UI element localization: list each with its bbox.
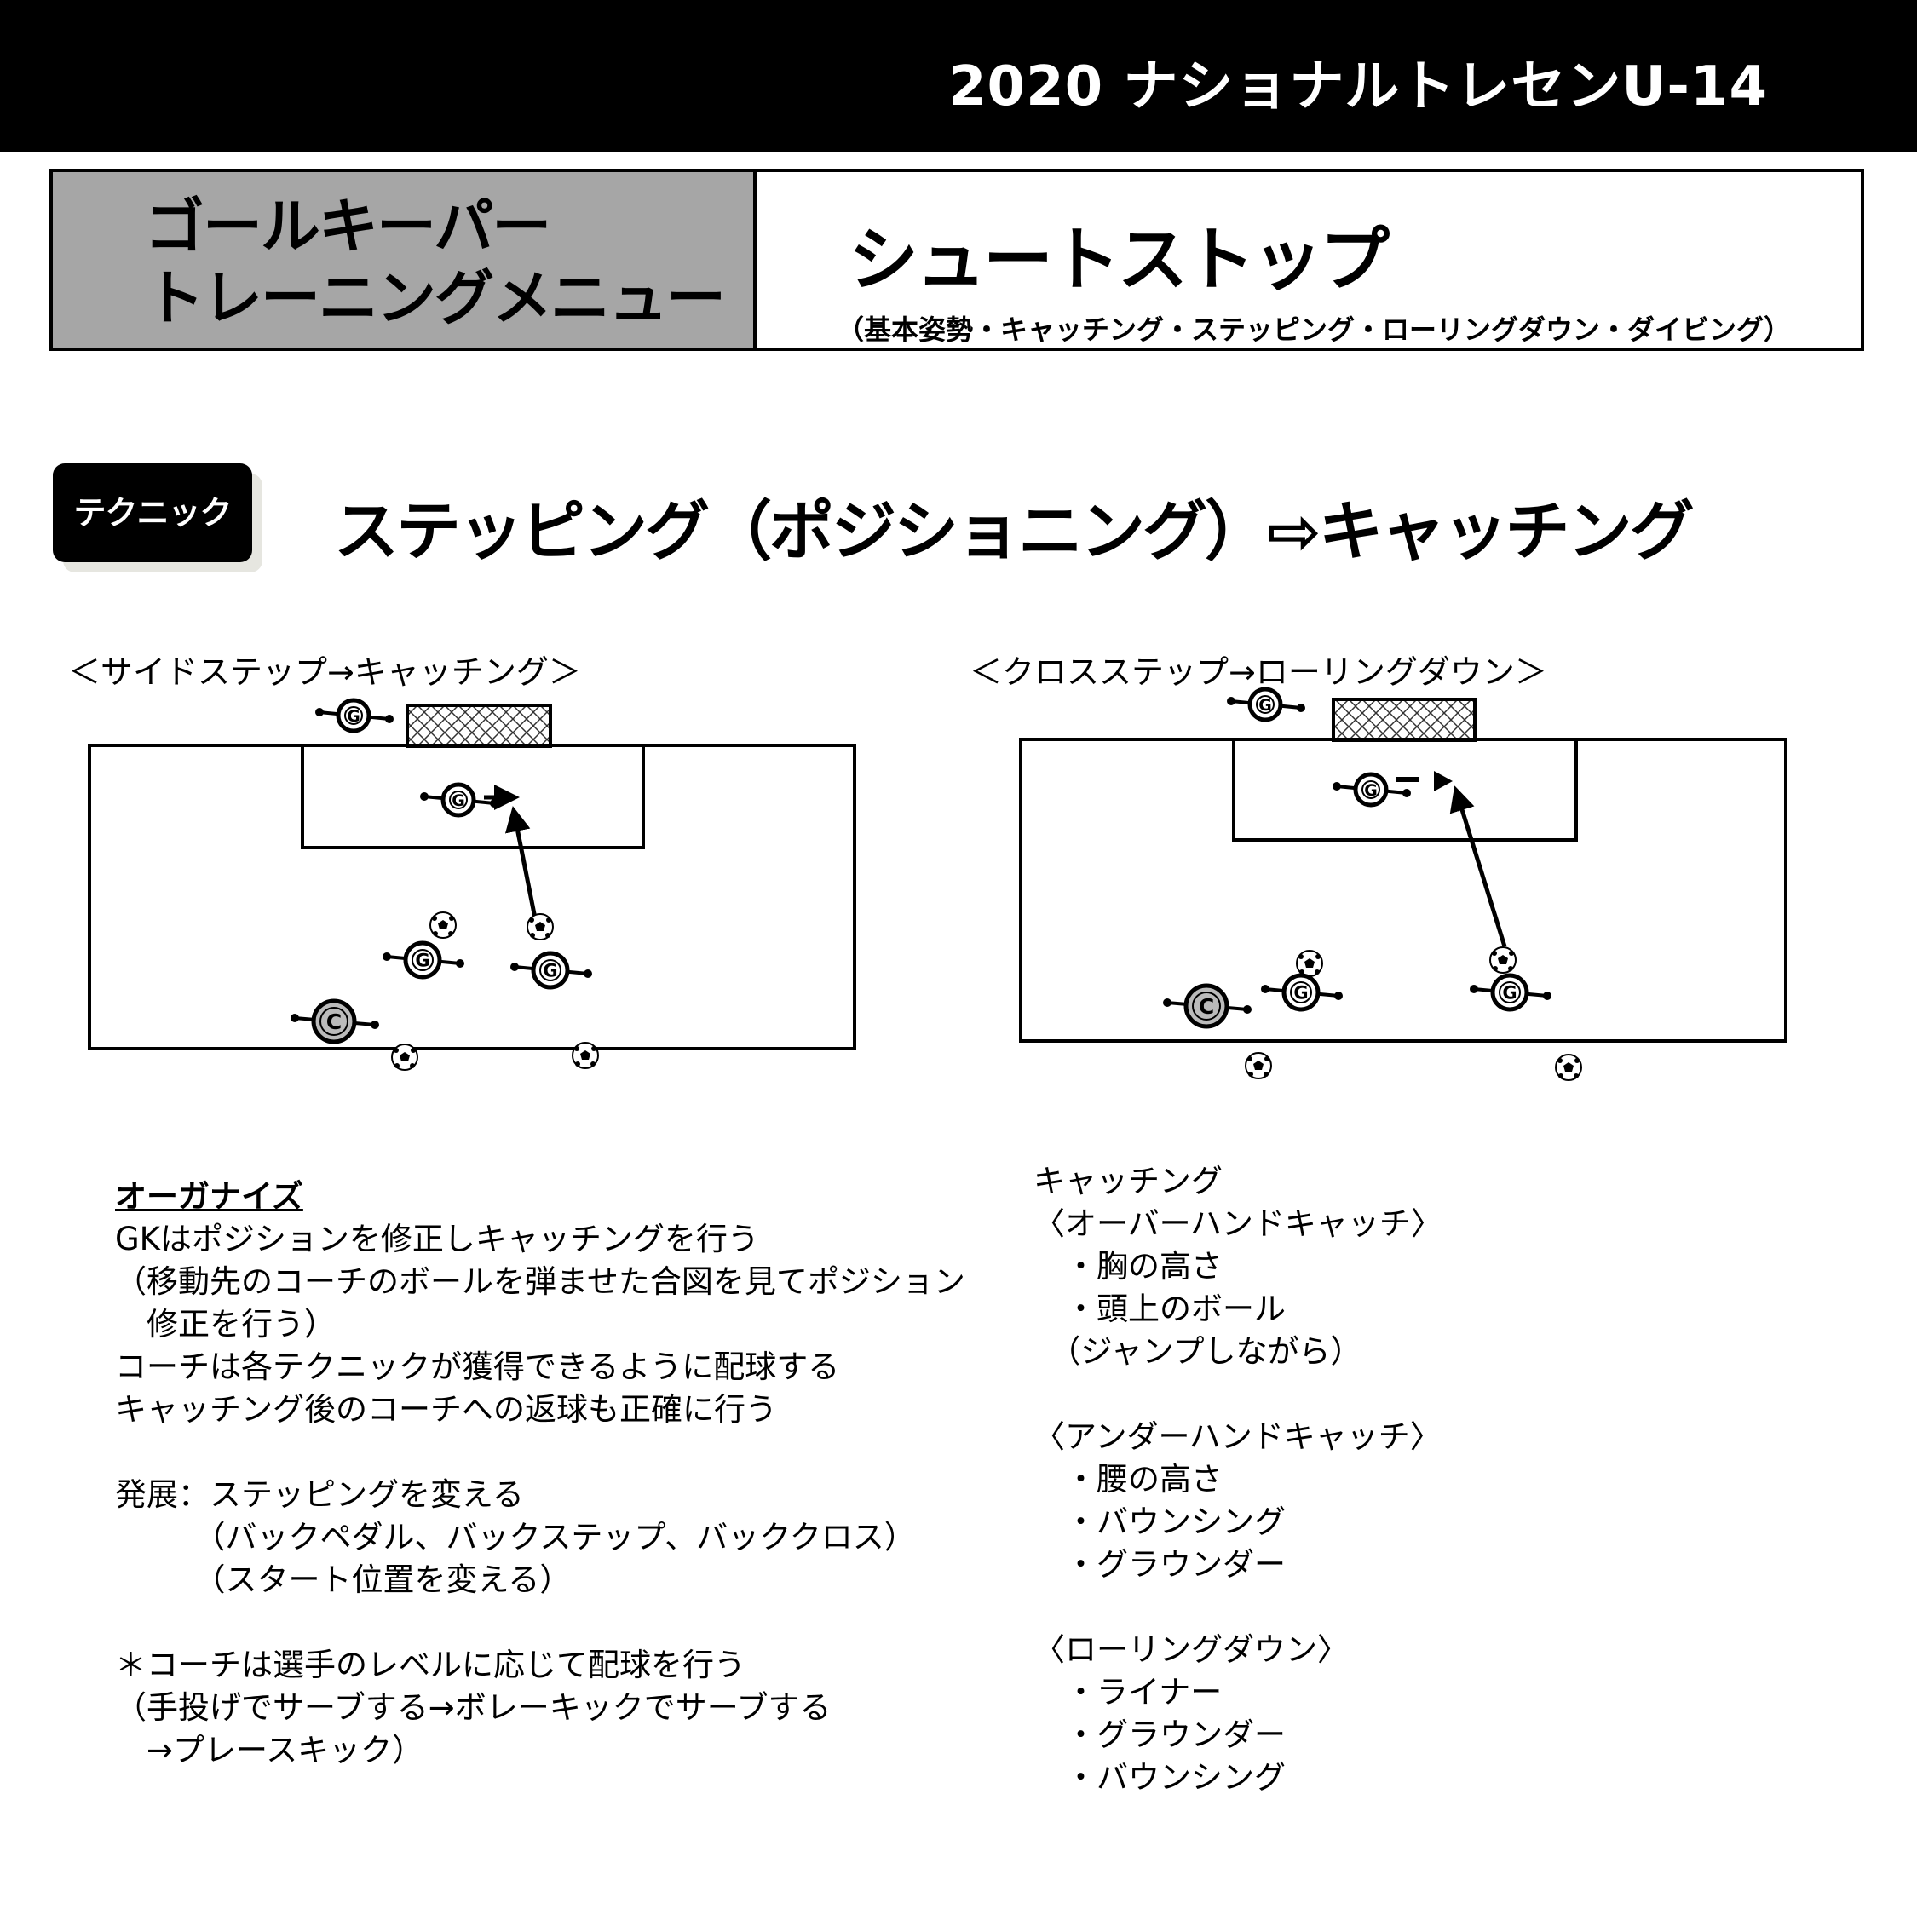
coach-marker: C [1163,983,1252,1029]
menu-theme: シュートストップ （基本姿勢・キャッチング・ステッピング・ローリングダウン・ダイ… [757,172,1861,348]
organize-line: （移動先のコーチのボールを弾ませた合図を見てポジション [115,1263,965,1300]
penalty-box [1232,738,1578,842]
goalkeeper-marker: G [315,698,394,733]
theme-subtitle: （基本姿勢・キャッチング・ステッピング・ローリングダウン・ダイビング） [837,313,1792,346]
ball-icon [527,913,554,940]
diagram-left: G G G G C [88,698,856,1071]
goalkeeper-marker: G [383,940,464,980]
ball-icon [429,911,457,939]
menu-header: ゴールキーパー トレーニングメニュー シュートストップ （基本姿勢・キャッチング… [49,169,1864,351]
key-point-line [1033,1373,1442,1416]
player-letter: G [543,961,557,981]
ball-icon [1296,950,1323,977]
organize-line: 発展：ステッピングを変える [115,1476,524,1513]
technique-badge: テクニック [53,463,252,562]
penalty-box [301,744,645,849]
key-point-line: ・バウンシング [1033,1504,1286,1540]
goalkeeper-marker: G [1261,973,1343,1012]
goal-net [406,704,552,748]
player-letter: G [415,951,429,971]
category-line-2: トレーニングメニュー [145,263,726,333]
key-point-line: ・バウンシング [1033,1759,1286,1796]
ball-icon [1489,946,1517,974]
theme-title: シュートストップ [849,220,1390,301]
player-letter: G [452,791,465,810]
shot-arrow [504,806,539,928]
key-point-line: ・腰の高さ [1033,1461,1223,1498]
key-points-section: キャッチング〈オーバーハンドキャッチ〉 ・胸の高さ ・頭上のボール （ジャンプし… [1033,1160,1442,1799]
organize-line: ＊コーチは選手のレベルに応じて配球を行う [115,1647,746,1683]
player-letter: G [347,707,360,726]
player-letter: G [1293,983,1308,1003]
organize-line: →プレースキック） [115,1732,424,1768]
player-letter: G [1364,781,1378,800]
organize-line [115,1601,965,1644]
player-letter: G [1258,696,1272,715]
coach-marker: C [291,998,379,1044]
organize-line: （バックペダル、バックステップ、バッククロス） [115,1519,916,1555]
key-point-line: ・グラウンダー [1033,1716,1286,1753]
organize-line: （スタート位置を変える） [115,1561,572,1598]
organize-line: GKはポジションを修正しキャッチングを行う [115,1221,759,1257]
goal-net [1332,698,1477,742]
key-point-line: ・胸の高さ [1033,1248,1223,1285]
organize-line: 修正を行う） [115,1306,336,1343]
menu-category: ゴールキーパー トレーニングメニュー [53,172,757,348]
key-point-line: 〈オーバーハンドキャッチ〉 [1033,1205,1442,1242]
organize-line: コーチは各テクニックが獲得できるように配球する [115,1348,840,1385]
organize-section: オーガナイズ GKはポジションを修正しキャッチングを行う （移動先のコーチのボール… [115,1176,965,1772]
section-title: ステッピング（ポジショニング）⇨キャッチング [334,493,1695,569]
diagram-right: G G G G C [1019,687,1787,1081]
key-point-line: キャッチング [1033,1163,1223,1199]
ball-icon [572,1042,599,1069]
goalkeeper-marker: G [1333,772,1411,808]
organize-line [115,1431,965,1474]
ball-icon [1245,1052,1272,1079]
key-point-line [1033,1586,1442,1629]
ball-icon [391,1044,418,1071]
step-mark [1434,771,1453,791]
diagram-left-label: ＜サイドステップ→キャッチング＞ [68,653,581,691]
organize-heading: オーガナイズ [115,1178,303,1215]
key-point-line: ・頭上のボール [1033,1291,1286,1327]
goalkeeper-marker: G [510,951,592,990]
organize-line: キャッチング後のコーチへの返球も正確に行う [115,1391,777,1428]
key-point-line: ・グラウンダー [1033,1546,1286,1583]
player-letter: G [1502,983,1517,1003]
banner-title: 2020 ナショナルトレセンU-14 [948,55,1768,118]
key-point-line: 〈アンダーハンドキャッチ〉 [1033,1418,1442,1455]
key-point-line: （ジャンプしながら） [1033,1333,1362,1370]
goalkeeper-marker: G [1470,973,1551,1012]
top-banner: 2020 ナショナルトレセンU-14 [0,0,1917,152]
goalkeeper-marker: G [1227,687,1305,722]
category-line-1: ゴールキーパー [145,192,551,262]
player-letter: C [1199,994,1215,1019]
key-point-line: ・ライナー [1033,1674,1223,1711]
diagram-right-label: ＜クロスステップ→ローリングダウン＞ [970,653,1547,691]
shot-arrow [1449,785,1507,947]
key-point-line: 〈ローリングダウン〉 [1033,1631,1349,1668]
ball-icon [1555,1054,1582,1081]
goalkeeper-marker: G [420,782,498,818]
player-letter: C [326,1009,343,1034]
field-boundary [1019,738,1787,1043]
organize-line: （手投げでサーブする→ボレーキックでサーブする [115,1689,832,1726]
